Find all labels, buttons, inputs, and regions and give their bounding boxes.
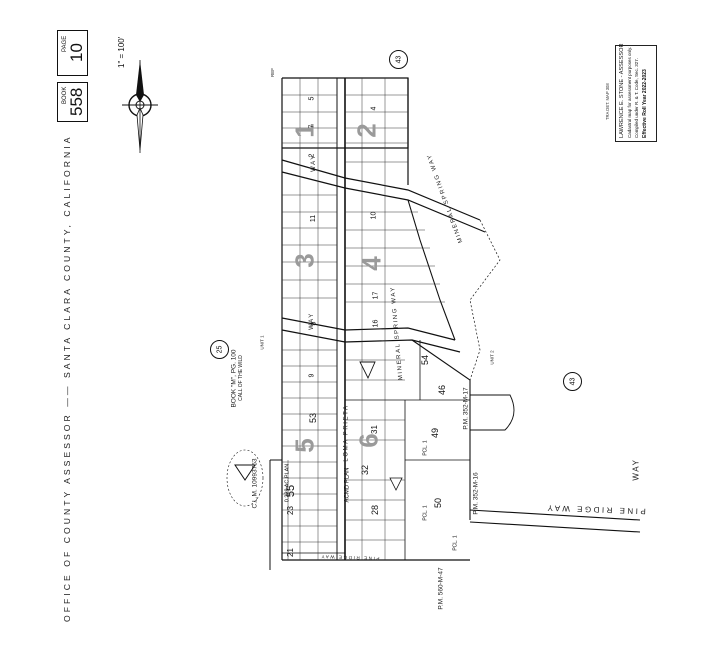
ref-book-m: BOOK "M", PG. 100 — [230, 349, 238, 408]
parcel-5: 5 — [308, 96, 316, 101]
block-number-6: 6 — [353, 433, 384, 448]
page-box — [57, 30, 88, 76]
parcel-50: 50 — [433, 497, 444, 509]
parcel-32: 32 — [360, 464, 371, 476]
parcel-11: 11 — [310, 214, 318, 223]
parcel-pcl1-b: PCL. 1 — [422, 505, 429, 521]
parcel-17: 17 — [372, 291, 380, 300]
street-way-right: WAY — [631, 458, 641, 481]
ref-clm: C.L.M. 10993753 — [251, 458, 259, 509]
map-circle-25: 25 — [210, 340, 229, 359]
ref-unit1: UNIT 1 — [259, 335, 265, 350]
triangle-marker-icon — [389, 477, 403, 491]
parcel-55-note: 0.229 AC.PLAN — [284, 463, 291, 503]
parcel-10: 10 — [370, 211, 378, 220]
street-loma-prieta: LOMA PRIETA — [343, 404, 350, 462]
parcel-53: 53 — [308, 412, 319, 424]
parcel-16: 16 — [372, 319, 380, 328]
parcel-49: 49 — [430, 427, 441, 439]
parcel-pcl1-c: PCL. 1 — [452, 535, 459, 551]
parcel-4: 4 — [370, 106, 378, 111]
parcel-7: 7 — [308, 124, 316, 129]
parcel-21: 21 — [285, 548, 295, 557]
ref-unit2: UNIT 2 — [489, 350, 495, 365]
ref-pm-352-m-16: P.M. 352-M-16 — [472, 472, 480, 515]
ref-pm-560-m-47: P.M. 560-M-47 — [437, 567, 445, 610]
parcel-28: 28 — [370, 504, 381, 516]
book-box — [57, 82, 88, 122]
block-number-1: 1 — [289, 123, 320, 138]
block-number-3: 3 — [289, 253, 320, 268]
ref-ref: REF — [270, 68, 275, 77]
parcel-2: 2 — [308, 153, 316, 158]
parcel-pcl1-a: PCL. 1 — [422, 440, 429, 456]
triangle-marker-icon — [359, 361, 376, 380]
map-circle-43-right: 43 — [563, 372, 582, 391]
parcel-54: 54 — [420, 354, 431, 366]
parcel-acmd-plan: ACMD PLAN — [344, 467, 351, 503]
ref-call-of-the-wild: CALL OF THE WILD — [237, 355, 244, 401]
parcel-46: 46 — [437, 384, 448, 396]
parcel-9: 9 — [308, 373, 316, 378]
north-arrow-icon — [122, 60, 158, 153]
parcel-23: 23 — [285, 506, 295, 515]
block-number-4: 4 — [356, 256, 387, 271]
parcel-8: 8 — [310, 321, 318, 326]
block-number-5: 5 — [289, 438, 320, 453]
ref-pm-352-m-17: P.M. 352-M-17 — [462, 387, 470, 430]
parcel-31: 31 — [369, 425, 379, 434]
block-number-2: 2 — [351, 123, 382, 138]
map-circle-43-top: 43 — [389, 50, 408, 69]
warning-triangle-icon — [226, 449, 264, 507]
assessor-stamp-box — [615, 45, 657, 142]
